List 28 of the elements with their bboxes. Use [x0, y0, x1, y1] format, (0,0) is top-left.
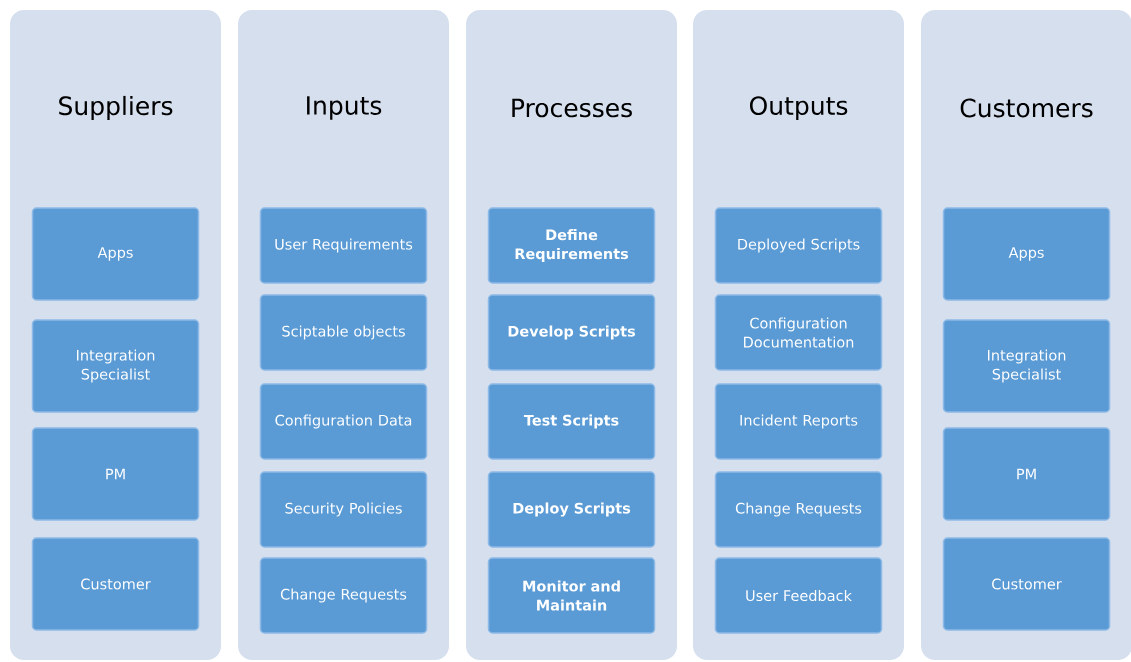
item-box: Sciptable objects: [259, 294, 428, 371]
item-box: Configuration Documentation: [714, 294, 883, 371]
item-box: Integration Specialist: [942, 319, 1111, 413]
item-box: Change Requests: [259, 557, 428, 634]
item-box: Customer: [31, 537, 200, 631]
item-box: Integration Specialist: [31, 319, 200, 413]
item-box: Security Policies: [259, 471, 428, 548]
item-box: Define Requirements: [487, 207, 656, 284]
item-box: Develop Scripts: [487, 294, 656, 371]
item-box: Deploy Scripts: [487, 471, 656, 548]
item-box: Incident Reports: [714, 383, 883, 460]
item-box: Monitor and Maintain: [487, 557, 656, 634]
item-box: Apps: [31, 207, 200, 301]
item-box: Apps: [942, 207, 1111, 301]
column-heading: Outputs: [750, 96, 848, 120]
item-box: User Feedback: [714, 557, 883, 634]
item-box: PM: [942, 427, 1111, 521]
item-box: Customer: [942, 537, 1111, 631]
column-heading: Inputs: [307, 96, 382, 120]
item-box: Change Requests: [714, 471, 883, 548]
item-box: PM: [31, 427, 200, 521]
column-heading: Customers: [960, 98, 1093, 118]
column-heading: Processes: [512, 98, 632, 118]
column-heading: Suppliers: [59, 95, 173, 121]
item-box: User Requirements: [259, 207, 428, 284]
item-box: Deployed Scripts: [714, 207, 883, 284]
item-box: Configuration Data: [259, 383, 428, 460]
item-box: Test Scripts: [487, 383, 656, 460]
